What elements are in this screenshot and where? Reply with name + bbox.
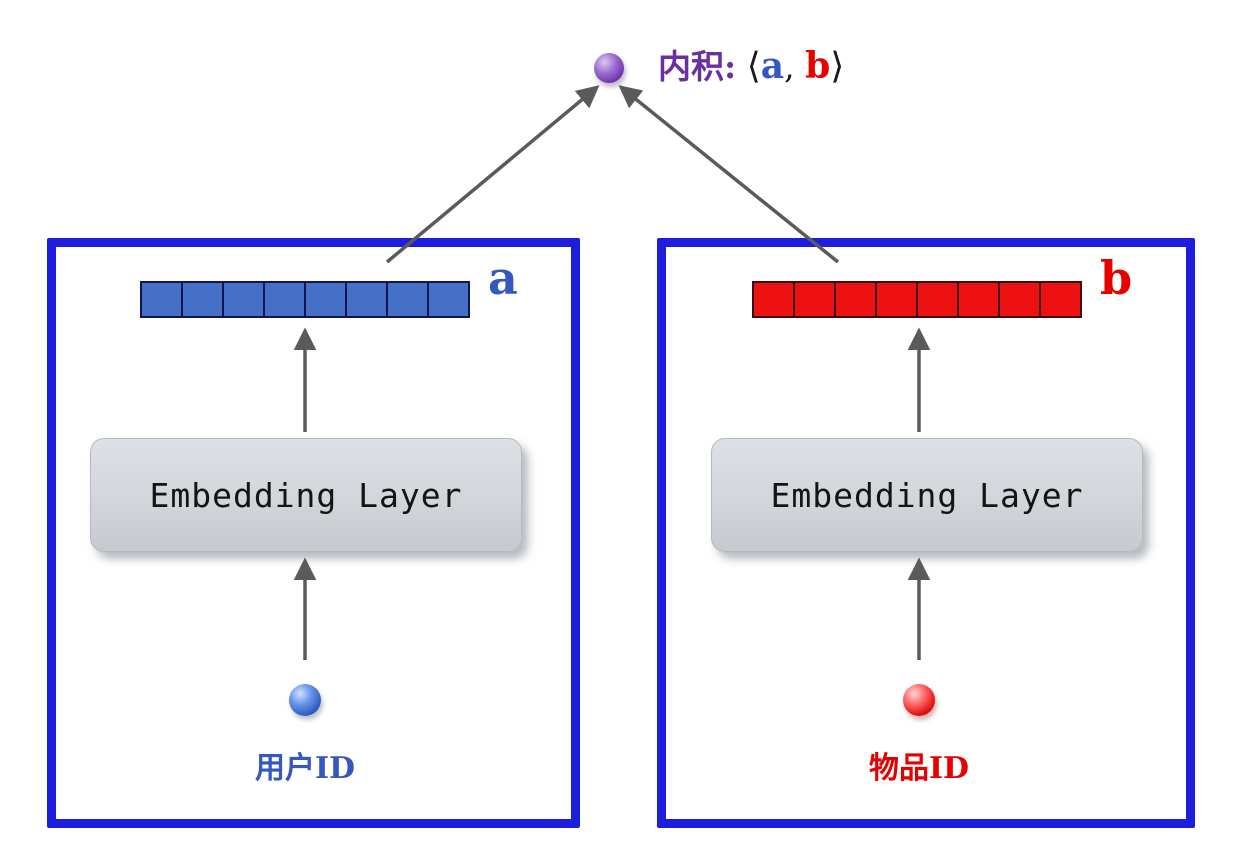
vector-cell [916,281,959,318]
vector-cell [834,281,877,318]
arrow-a-to-product [385,85,600,264]
item-id-node [903,684,935,716]
embedding-layer-box-item: Embedding Layer [711,438,1143,552]
vector-cell [957,281,1000,318]
embedding-vector-b [752,281,1082,318]
vector-cell [304,281,347,318]
vector-cell [752,281,795,318]
item-id-label: 物品ID [868,751,970,786]
vector-cell [793,281,836,318]
vector-cell [345,281,388,318]
embedding-layer-box-user: Embedding Layer [90,438,522,552]
embedding-layer-label: Embedding Layer [149,475,463,515]
vector-cell [1039,281,1082,318]
user-id-node [289,684,321,716]
vector-b-symbol: b [805,45,831,87]
vector-a-label: a [488,251,518,305]
item-tower-panel: b Embedding Layer 物品ID [657,238,1195,828]
embedding-layer-label: Embedding Layer [770,475,1084,515]
vector-cell [181,281,224,318]
inner-product-text: 内积: [658,47,737,86]
open-angle-bracket: ⟨ [746,46,761,87]
vector-cell [222,281,265,318]
inner-product-node [594,53,624,83]
user-id-label: 用户ID [254,751,356,786]
vector-cell [386,281,429,318]
vector-cell [998,281,1041,318]
vector-cell [427,281,470,318]
arrow-b-to-product [618,85,840,264]
vector-cell [140,281,183,318]
separator-comma: , [784,47,795,86]
inner-product-label: 内积: ⟨a, b⟩ [658,44,844,89]
vector-cell [875,281,918,318]
vector-b-label: b [1100,251,1133,305]
close-angle-bracket: ⟩ [830,46,845,87]
vector-cell [263,281,306,318]
vector-a-symbol: a [760,45,785,87]
embedding-vector-a [140,281,470,318]
user-tower-panel: a Embedding Layer 用户ID [47,238,580,828]
